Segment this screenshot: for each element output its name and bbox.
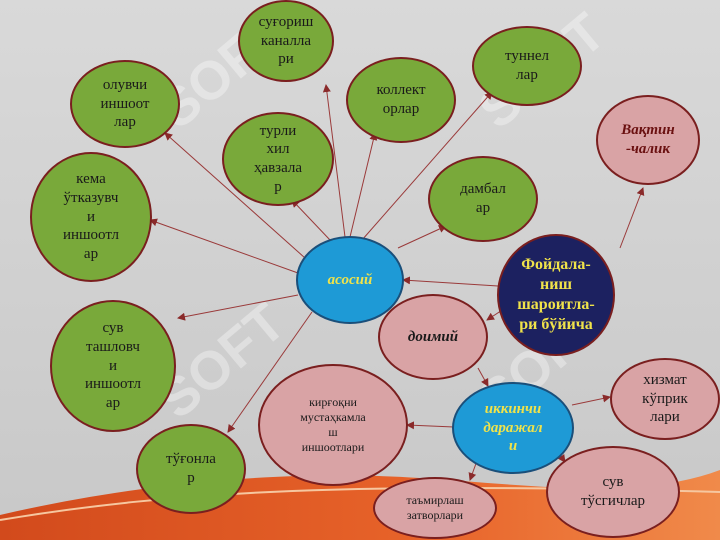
node-olubchi-inshootlar: олувчи иншоот лар	[70, 60, 180, 148]
node-dambalar: дамбал ар	[428, 156, 538, 242]
arrow-foydalanish-asosiy	[402, 276, 499, 287]
node-kollektorlar: коллект орлар	[346, 57, 456, 143]
arrow-asosiy-turli	[291, 199, 331, 241]
arrow-ikkinchi-qirgoqni	[406, 421, 455, 430]
node-foydalanish-sharoitlari: Фойдала- ниш шароитла- ри бўйича	[497, 234, 615, 356]
arrow-asosiy-olubchi	[164, 132, 306, 259]
node-qirgoqni-mustahkamlash: кирғоқни мустаҳкамла ш иншоотлари	[258, 364, 408, 486]
node-suv-tosgichlar: сув тўсгичлар	[546, 446, 680, 538]
node-tamirlash-zatvorlari: таъмирлаш затворлари	[373, 477, 497, 539]
node-sugorish-kanallari: суғориш каналла ри	[238, 0, 334, 82]
arrow-asosiy-tugonlar	[227, 311, 313, 433]
node-ikkinchi-darajali: иккинчи даражал и	[452, 382, 574, 474]
arrow-asosiy-kollektorlar	[349, 132, 378, 238]
arrow-asosiy-tunnellar	[361, 91, 493, 241]
node-vaqtinchalik: Вақтин -чалик	[596, 95, 700, 185]
arrow-asosiy-dambalar	[397, 225, 447, 249]
node-kema-otkazuvchi: кема ўтказувч и иншоотл ар	[30, 152, 152, 282]
node-suv-tashlovchi: сув ташловч и иншоотл ар	[50, 300, 176, 432]
node-tunnellar: туннел лар	[472, 26, 582, 106]
arrow-asosiy-sugorish	[322, 84, 346, 238]
node-xizmat-kopriklari: хизмат кўприк лари	[610, 358, 720, 440]
arrow-asosiy-suv-tashlovchi	[177, 294, 299, 321]
arrow-ikkinchi-xizmat	[571, 394, 611, 406]
node-togonlar: тўғонла р	[136, 424, 246, 514]
arrow-asosiy-kema	[149, 218, 299, 274]
arrow-foydalanish-vaqtinchalik	[619, 187, 645, 249]
arrow-doimiy-ikkinchi	[477, 367, 489, 387]
node-doimiy: доимий	[378, 294, 488, 380]
node-turli-xil-havzalar: турли хил ҳавзала р	[222, 112, 334, 206]
node-asosiy: асосий	[296, 236, 404, 324]
